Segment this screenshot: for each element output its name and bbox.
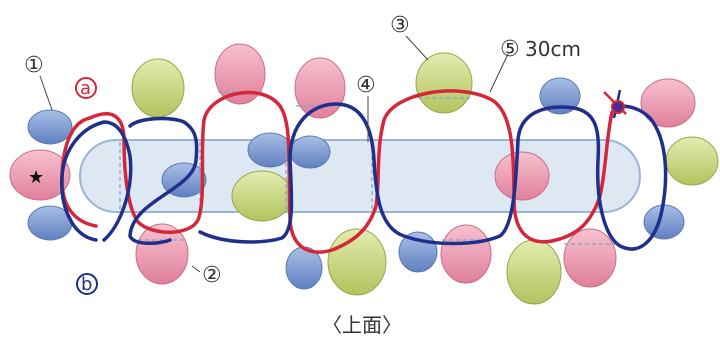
blue-bead — [27, 109, 73, 145]
label-5: ⑤ — [500, 37, 520, 62]
green-bead — [231, 170, 293, 222]
center-bar — [79, 139, 641, 213]
green-bead — [327, 228, 387, 296]
pink-bead — [640, 78, 696, 128]
green-bead — [131, 58, 185, 118]
blue-bead — [539, 77, 581, 115]
blue-cord — [60, 102, 668, 251]
pink-bead — [214, 43, 266, 105]
label-3: ③ — [390, 13, 410, 38]
pink-bead — [135, 223, 189, 285]
leader-lines — [39, 35, 509, 273]
star-icon: ★ — [28, 167, 44, 188]
pink-bead — [494, 151, 550, 201]
end-knot — [603, 89, 627, 119]
blue-bead — [643, 204, 685, 240]
caption: 〈上面〉 — [322, 313, 402, 337]
label-a: a — [80, 78, 91, 99]
pink-bead — [440, 224, 492, 284]
label-2: ② — [202, 263, 222, 288]
label-b-ring — [76, 273, 98, 295]
green-bead — [506, 239, 562, 305]
blue-bead — [289, 135, 331, 169]
label-4: ④ — [356, 73, 376, 98]
label-a-ring — [75, 77, 97, 99]
pink-bead — [9, 149, 71, 201]
green-bead — [415, 52, 473, 114]
label-b: b — [81, 274, 92, 295]
pink-bead — [563, 228, 617, 288]
label-1: ① — [24, 53, 44, 78]
label-length: 30cm — [525, 37, 581, 61]
pink-bead — [294, 57, 346, 119]
green-bead — [665, 136, 719, 186]
